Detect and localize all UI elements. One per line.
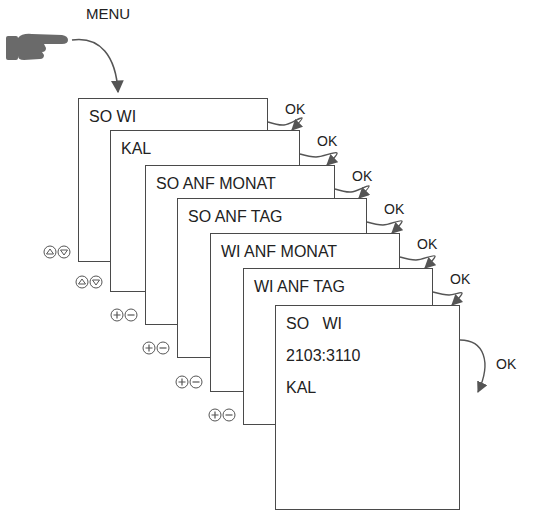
ok-label: OK	[382, 201, 406, 217]
ok-arrow	[367, 221, 402, 233]
ok-label: OK	[494, 356, 518, 372]
ok-arrow	[300, 153, 337, 165]
display-text: SO WI	[89, 107, 257, 127]
ok-label: OK	[448, 271, 472, 287]
display-text: SO ANF MONAT	[156, 174, 324, 194]
ok-label: OK	[315, 133, 339, 149]
ok-label: OK	[415, 236, 439, 252]
ok-label: OK	[283, 101, 307, 117]
menu-arrow	[72, 39, 118, 92]
display-text: SO ANF TAG	[188, 207, 356, 227]
ok-arrow	[460, 340, 485, 392]
display-text: 2103:3110	[286, 346, 449, 366]
display-text: KAL	[121, 139, 289, 159]
display-text: WI ANF TAG	[254, 277, 422, 297]
display-box: SO WI 2103:3110KAL	[275, 305, 460, 510]
ok-arrow	[433, 292, 462, 305]
ok-arrow	[335, 186, 369, 198]
display-text: WI ANF MONAT	[221, 242, 389, 262]
hand-icon	[6, 34, 68, 60]
display-text: KAL	[286, 378, 449, 398]
ok-label: OK	[350, 168, 374, 184]
ok-arrow	[268, 118, 302, 130]
ok-arrow	[400, 256, 435, 268]
display-text: SO WI	[286, 314, 449, 334]
menu-label: MENU	[84, 6, 132, 22]
